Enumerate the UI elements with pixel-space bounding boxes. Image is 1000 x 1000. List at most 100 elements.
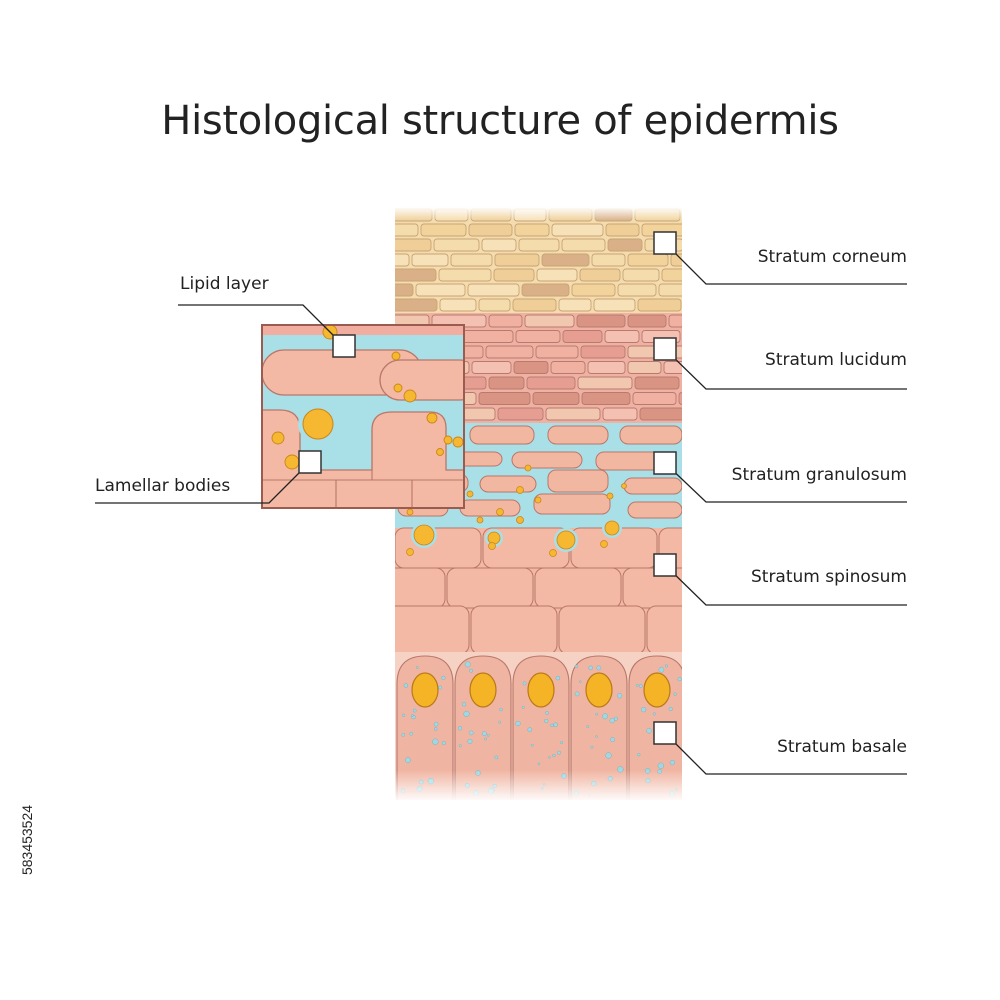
corneum-cell — [591, 253, 626, 267]
corneum-cell — [561, 238, 606, 252]
granule — [588, 665, 593, 670]
granule — [613, 716, 618, 721]
granule — [434, 727, 438, 731]
stock-id-text: 583453524 — [19, 804, 35, 876]
granule — [441, 675, 446, 680]
lamellar-body — [413, 524, 435, 546]
granule — [730, 709, 735, 714]
lucidum-cell — [513, 361, 549, 374]
corneum-cell — [433, 238, 480, 252]
label-lamellar-bodies: Lamellar bodies — [95, 476, 230, 496]
granule — [469, 668, 474, 673]
granulosum-cell — [547, 425, 609, 445]
stratum-corneum-layer — [395, 207, 682, 313]
nucleus — [411, 672, 439, 708]
lamellar-body — [271, 431, 285, 445]
granule — [457, 726, 463, 731]
lamellar-body — [466, 490, 474, 498]
marker-lucidum — [653, 337, 677, 361]
granule — [550, 723, 554, 728]
corneum-cell — [514, 223, 550, 237]
corneum-cell — [439, 298, 477, 312]
granule — [560, 741, 564, 745]
granule — [708, 728, 713, 733]
granule — [637, 753, 641, 757]
nucleus — [469, 672, 497, 708]
spinosum-cell — [470, 605, 558, 655]
granule — [537, 762, 541, 766]
corneum-cell — [637, 298, 682, 312]
nucleus — [585, 672, 613, 708]
lucidum-cell — [471, 361, 512, 374]
lamellar-body — [436, 448, 444, 456]
granule — [640, 706, 647, 713]
lamellar-body — [516, 486, 524, 494]
granule — [696, 770, 701, 775]
basal-cell — [512, 655, 570, 800]
granule — [545, 711, 549, 715]
basal-cell — [687, 656, 743, 805]
granule — [664, 664, 668, 668]
granule — [732, 735, 736, 739]
corneum-cell — [661, 268, 682, 282]
corneum-cell — [518, 238, 560, 252]
marker-corneum — [653, 231, 677, 255]
spinosum-cell — [395, 605, 470, 655]
granule — [557, 750, 561, 755]
lucidum-cell — [526, 376, 576, 390]
granulosum-cell — [547, 469, 609, 493]
lucidum-cell — [485, 345, 534, 359]
lamellar-body — [476, 516, 484, 524]
granule — [595, 712, 598, 716]
granule — [610, 737, 615, 742]
granule — [658, 666, 665, 673]
lucidum-cell — [581, 392, 631, 405]
granulosum-cell — [459, 499, 521, 517]
granule — [433, 721, 439, 727]
lucidum-cell — [550, 361, 586, 374]
granulosum-cell — [511, 451, 583, 469]
lamellar-body — [426, 412, 438, 424]
lamellar-body — [606, 492, 614, 500]
corneum-cell — [627, 253, 669, 267]
marker-lamellar-bodies — [298, 450, 322, 474]
granule — [727, 724, 731, 728]
spinosum-cell — [446, 567, 534, 609]
lamellar-body — [487, 531, 501, 545]
granule — [531, 743, 534, 747]
lamellar-body — [284, 454, 300, 470]
lucidum-cell — [580, 345, 626, 359]
granule — [602, 713, 608, 720]
granule — [432, 738, 439, 745]
lucidum-cell — [602, 407, 638, 421]
lucidum-cell — [678, 392, 682, 405]
nucleus — [702, 673, 728, 707]
granule — [695, 773, 700, 778]
lucidum-cell — [577, 376, 633, 390]
leader-lines — [95, 242, 907, 775]
granule — [652, 712, 656, 716]
lucidum-cell — [587, 361, 626, 374]
lamellar-body — [556, 530, 576, 550]
granule — [458, 744, 462, 748]
lucidum-cell — [639, 407, 682, 421]
granule — [462, 702, 467, 707]
granule — [721, 784, 723, 786]
marker-lipid-layer — [332, 334, 356, 358]
corneum-cell — [579, 268, 621, 282]
corneum-cell — [468, 223, 513, 237]
granule — [401, 733, 406, 737]
lamellar-body — [496, 508, 504, 516]
granule — [677, 676, 682, 682]
nucleus — [527, 672, 555, 708]
corneum-cell — [521, 283, 570, 297]
label-stratum-corneum: Stratum corneum — [758, 247, 907, 267]
lucidum-cell — [562, 330, 603, 343]
granule — [639, 684, 643, 688]
granule — [609, 717, 615, 724]
granule — [552, 753, 556, 758]
marker-spinosum — [653, 553, 677, 577]
granule — [404, 757, 411, 764]
lamellar-body — [534, 496, 542, 504]
